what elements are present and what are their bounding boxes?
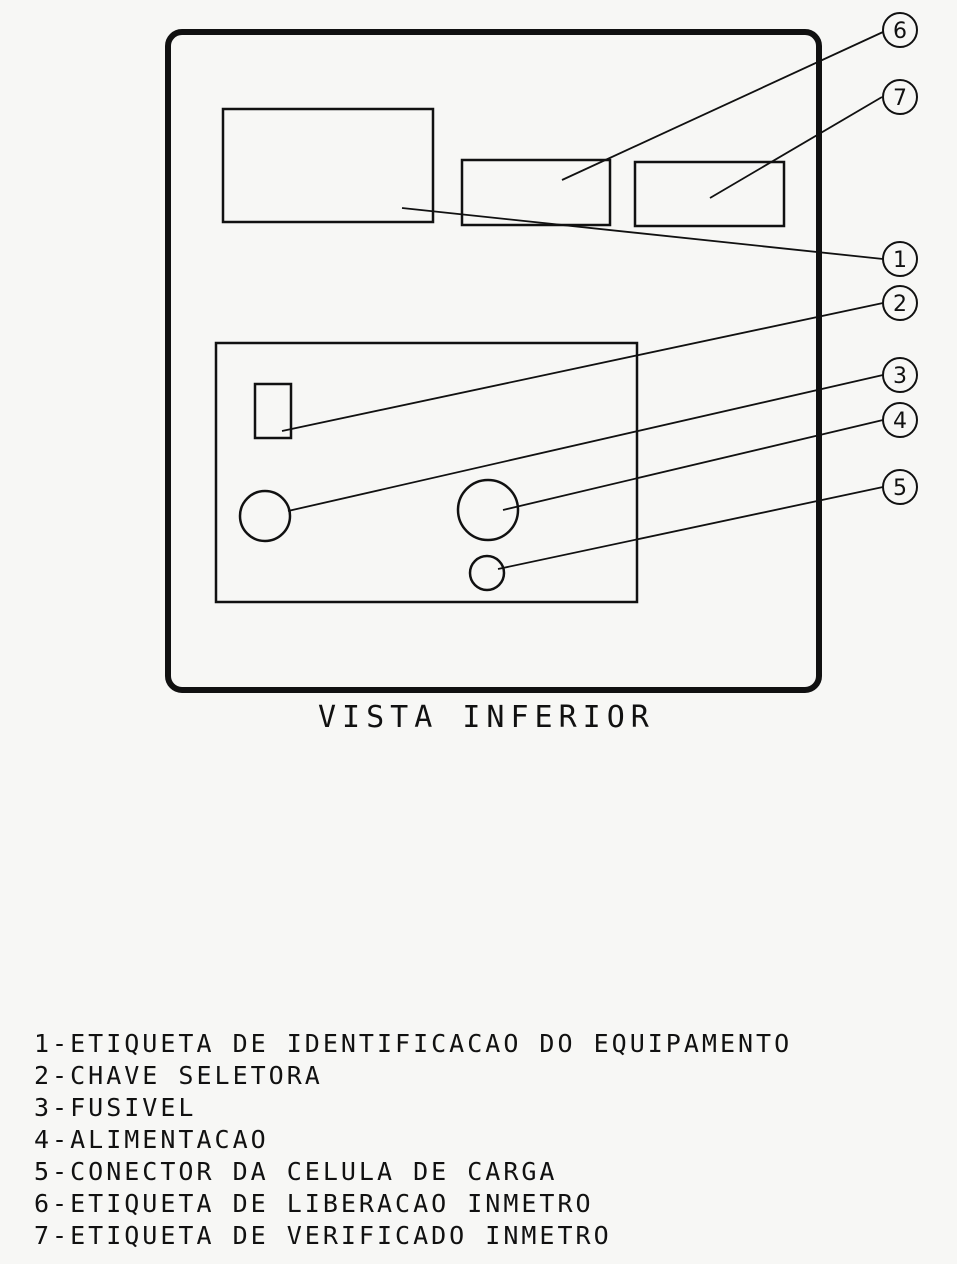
view-title: VISTA INFERIOR	[318, 700, 655, 735]
callout-circle-3	[882, 357, 918, 393]
identification-label	[221, 107, 435, 224]
callout-circle-4	[882, 402, 918, 438]
callout-number-6: 6	[893, 19, 907, 44]
callout-circle-2	[882, 285, 918, 321]
connector-panel	[214, 341, 639, 604]
legend-item-5: 5-CONECTOR DA CELULA DE CARGA	[34, 1157, 558, 1186]
leader-line-3	[287, 374, 884, 512]
callout-number-4: 4	[893, 409, 907, 434]
leader-line-6	[561, 31, 884, 181]
load-cell-connector	[468, 554, 506, 592]
callout-2: 2	[882, 285, 918, 321]
callout-4: 4	[882, 402, 918, 438]
callout-1: 1	[882, 241, 918, 277]
callout-6: 6	[882, 12, 918, 48]
callout-number-1: 1	[893, 248, 907, 273]
power-input	[456, 478, 520, 542]
inmetro-verified-label	[633, 160, 786, 228]
fuse	[238, 489, 292, 543]
callout-circle-6	[882, 12, 918, 48]
legend-item-1: 1-ETIQUETA DE IDENTIFICACAO DO EQUIPAMEN…	[34, 1029, 793, 1058]
callout-3: 3	[882, 357, 918, 393]
enclosure-outline	[165, 29, 822, 693]
callout-circle-5	[882, 469, 918, 505]
parts-legend: 1-ETIQUETA DE IDENTIFICACAO DO EQUIPAMEN…	[34, 1028, 792, 1252]
bottom-view-diagram: 1 2 3 4 5 6 7	[165, 12, 918, 693]
legend-item-2: 2-CHAVE SELETORA	[34, 1061, 323, 1090]
legend-item-6: 6-ETIQUETA DE LIBERACAO INMETRO	[34, 1189, 594, 1218]
legend-item-7: 7-ETIQUETA DE VERIFICADO INMETRO	[34, 1221, 612, 1250]
leader-line-2	[281, 302, 884, 432]
selector-switch	[253, 382, 293, 440]
leader-line-4	[502, 419, 884, 511]
callout-number-3: 3	[893, 364, 907, 389]
legend-item-3: 3-FUSIVEL	[34, 1093, 197, 1122]
leader-line-1	[401, 207, 884, 260]
callout-circle-1	[882, 241, 918, 277]
callout-5: 5	[882, 469, 918, 505]
callout-number-7: 7	[893, 86, 907, 111]
callout-7: 7	[882, 79, 918, 115]
callout-circle-7	[882, 79, 918, 115]
leader-line-7	[709, 96, 883, 199]
callout-number-2: 2	[893, 292, 907, 317]
leader-lines	[281, 31, 884, 570]
callout-number-5: 5	[893, 476, 907, 501]
legend-item-4: 4-ALIMENTACAO	[34, 1125, 269, 1154]
leader-line-5	[497, 486, 884, 570]
inmetro-release-label	[460, 158, 612, 227]
